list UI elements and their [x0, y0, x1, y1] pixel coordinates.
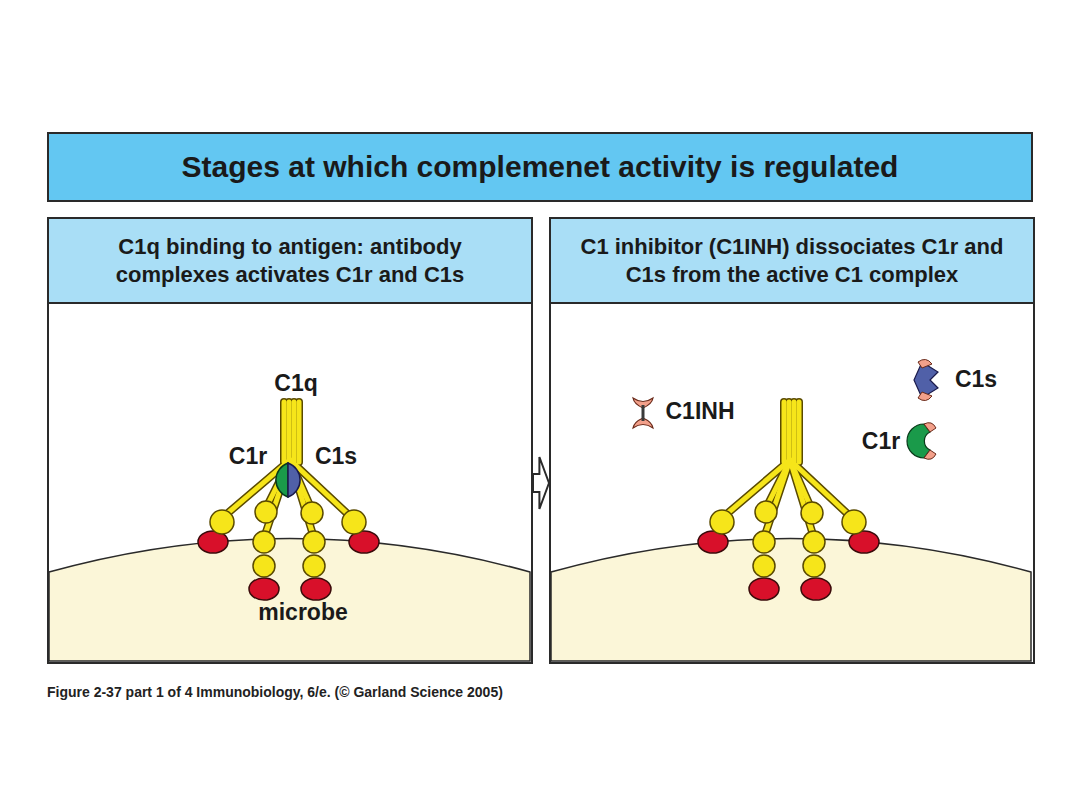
molecule-label: C1s — [955, 366, 997, 393]
panel-heading: C1 inhibitor (C1INH) dissociates C1r and… — [565, 233, 1019, 288]
molecule-label: C1q — [274, 370, 317, 397]
molecule-label: C1r — [229, 443, 267, 470]
figure-caption: Figure 2-37 part 1 of 4 Immunobiology, 6… — [47, 684, 503, 700]
organism-label: microbe — [258, 599, 347, 626]
molecule-label: C1r — [862, 428, 900, 455]
title-band: Stages at which complemenet activity is … — [47, 132, 1033, 202]
panel-header: C1 inhibitor (C1INH) dissociates C1r and… — [551, 219, 1033, 304]
stage-arrow — [533, 457, 549, 509]
panel-heading: C1q binding to antigen: antibody complex… — [63, 233, 517, 288]
molecule-label: C1s — [315, 443, 357, 470]
title-text: Stages at which complemenet activity is … — [182, 150, 899, 184]
molecule-label: C1INH — [665, 398, 734, 425]
stage-panel: C1 inhibitor (C1INH) dissociates C1r and… — [549, 217, 1035, 664]
stage-panel: C1q binding to antigen: antibody complex… — [47, 217, 533, 664]
panel-header: C1q binding to antigen: antibody complex… — [49, 219, 531, 304]
